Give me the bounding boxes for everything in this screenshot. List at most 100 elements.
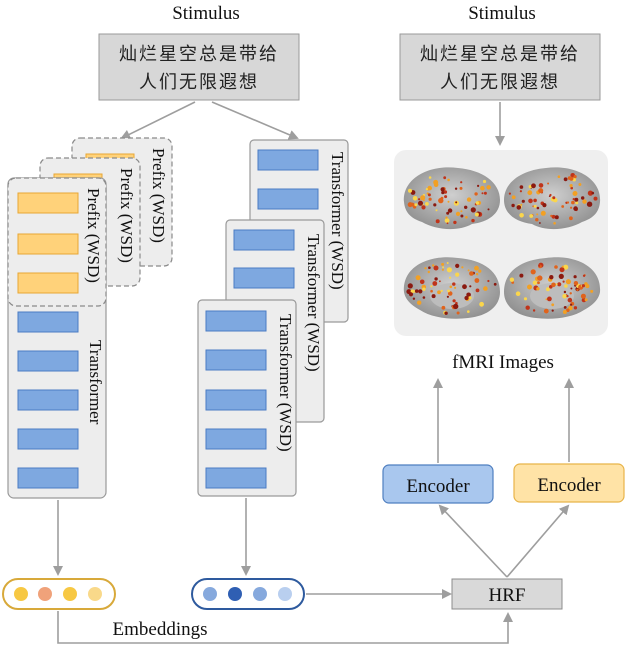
- activation-spot: [446, 211, 450, 215]
- activation-spot: [557, 282, 562, 287]
- activation-spot: [456, 311, 460, 315]
- activation-spot: [569, 216, 573, 221]
- activation-spot: [570, 303, 573, 306]
- activation-spot: [542, 203, 547, 208]
- activation-spot: [453, 220, 457, 225]
- activation-spot: [465, 216, 468, 219]
- activation-spot: [561, 205, 565, 208]
- activation-spot: [535, 218, 539, 222]
- activation-spot: [580, 293, 586, 299]
- activation-spot: [566, 201, 570, 204]
- activation-spot: [428, 266, 431, 270]
- activation-spot: [525, 305, 530, 310]
- activation-spot: [520, 203, 523, 206]
- transformer-wsd-label-middle: Transformer (WSD): [304, 234, 323, 372]
- activation-spot: [550, 214, 553, 217]
- activation-spot: [529, 214, 534, 218]
- activation-spot: [561, 265, 564, 268]
- activation-spot: [439, 280, 441, 283]
- activation-spot: [420, 195, 426, 201]
- embedding-dot: [278, 587, 292, 601]
- activation-spot: [538, 264, 541, 267]
- transformer-label-left: Transformer: [86, 340, 105, 425]
- activation-spot: [427, 270, 430, 274]
- embeddings-label: Embeddings: [113, 619, 208, 640]
- activation-spot: [528, 198, 533, 204]
- stimulus-right-line1: 灿烂星空总是带给: [420, 44, 580, 65]
- activation-spot: [523, 297, 528, 301]
- activation-spot: [412, 196, 418, 201]
- activation-spot: [487, 208, 490, 211]
- activation-spot: [519, 185, 524, 189]
- activation-spot: [418, 198, 421, 201]
- activation-spot: [483, 286, 488, 291]
- activation-spot: [573, 175, 577, 179]
- activation-spot: [454, 187, 458, 190]
- activation-spot: [554, 265, 558, 269]
- arrow-stimulus-to-transformer-wsd: [211, 101, 299, 140]
- activation-spot: [573, 306, 578, 310]
- activation-spot: [570, 287, 573, 290]
- prefix-token: [17, 192, 79, 214]
- activation-spot: [474, 212, 479, 217]
- activation-spot: [475, 288, 480, 293]
- activation-spot: [441, 191, 445, 195]
- activation-spot: [452, 282, 456, 286]
- activation-spot: [545, 298, 548, 301]
- embedding-dot: [253, 587, 267, 601]
- activation-spot: [455, 272, 460, 277]
- activation-spot: [441, 262, 445, 266]
- brain-left-lateral: [403, 167, 500, 230]
- activation-spot: [444, 195, 448, 199]
- activation-spot: [527, 284, 532, 290]
- embedding-dot: [14, 587, 28, 601]
- activation-spot: [407, 202, 413, 208]
- stimulus-box-right: 灿烂星空总是带给 人们无限遐想: [399, 33, 601, 101]
- activation-spot: [422, 287, 426, 291]
- activation-spot: [460, 181, 463, 184]
- activation-spot: [447, 289, 450, 293]
- activation-spot: [570, 186, 573, 190]
- activation-spot: [547, 182, 550, 185]
- activation-spot: [487, 279, 490, 283]
- activation-spot: [532, 309, 536, 312]
- transformer-wsd-panel-front: Transformer (WSD): [197, 299, 297, 497]
- activation-spot: [474, 278, 480, 283]
- activation-spot: [475, 273, 479, 276]
- activation-spot: [569, 292, 572, 295]
- brain-medial-wall: [530, 283, 574, 309]
- activation-spot: [410, 289, 415, 294]
- activation-spot: [481, 192, 484, 195]
- activation-spot: [437, 290, 441, 295]
- transformer-layer: [205, 310, 267, 332]
- transformer-layer: [205, 428, 267, 450]
- activation-spot: [511, 203, 515, 208]
- activation-spot: [432, 281, 438, 286]
- activation-spot: [536, 287, 540, 291]
- activation-spot: [425, 202, 429, 206]
- activation-spot: [567, 297, 573, 303]
- activation-spot: [533, 204, 537, 208]
- activation-spot: [462, 284, 467, 290]
- activation-spot: [493, 282, 497, 286]
- activation-spot: [570, 206, 573, 209]
- activation-spot: [486, 185, 491, 190]
- stimulus-left-line2: 人们无限遐想: [139, 72, 259, 93]
- activation-spot: [546, 287, 549, 290]
- stimulus-left-title: Stimulus: [172, 3, 240, 24]
- hrf-label: HRF: [489, 585, 526, 606]
- activation-spot: [455, 211, 461, 216]
- activation-spot: [477, 184, 480, 187]
- arrow-embedding-warm-to-hrf: [57, 611, 513, 644]
- activation-spot: [559, 267, 565, 273]
- activation-spot: [482, 179, 487, 184]
- arrow-stimulus-to-prefix: [120, 101, 196, 139]
- activation-spot: [419, 279, 425, 285]
- activation-spot: [428, 176, 432, 179]
- activation-spot: [460, 214, 464, 218]
- activation-spot: [408, 292, 414, 297]
- activation-spot: [432, 264, 435, 267]
- activation-spot: [584, 298, 588, 302]
- activation-spot: [433, 265, 439, 271]
- activation-spot: [435, 219, 440, 224]
